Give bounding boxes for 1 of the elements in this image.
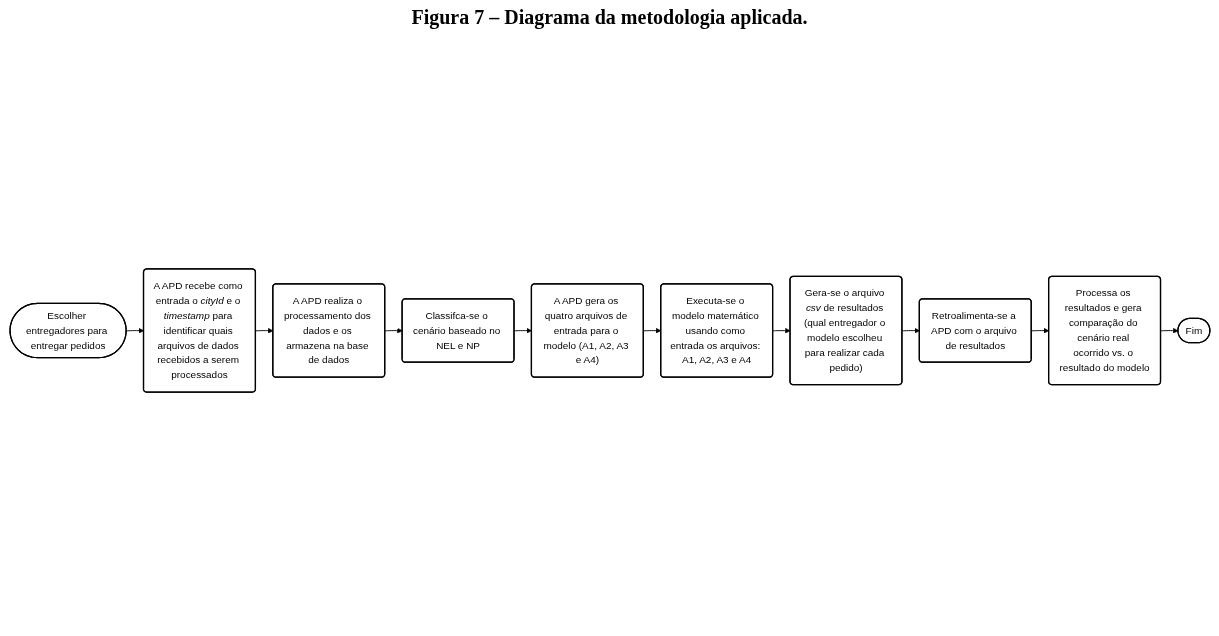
figure-title: Figura 7 – Diagrama da metodologia aplicada. [410,6,809,29]
